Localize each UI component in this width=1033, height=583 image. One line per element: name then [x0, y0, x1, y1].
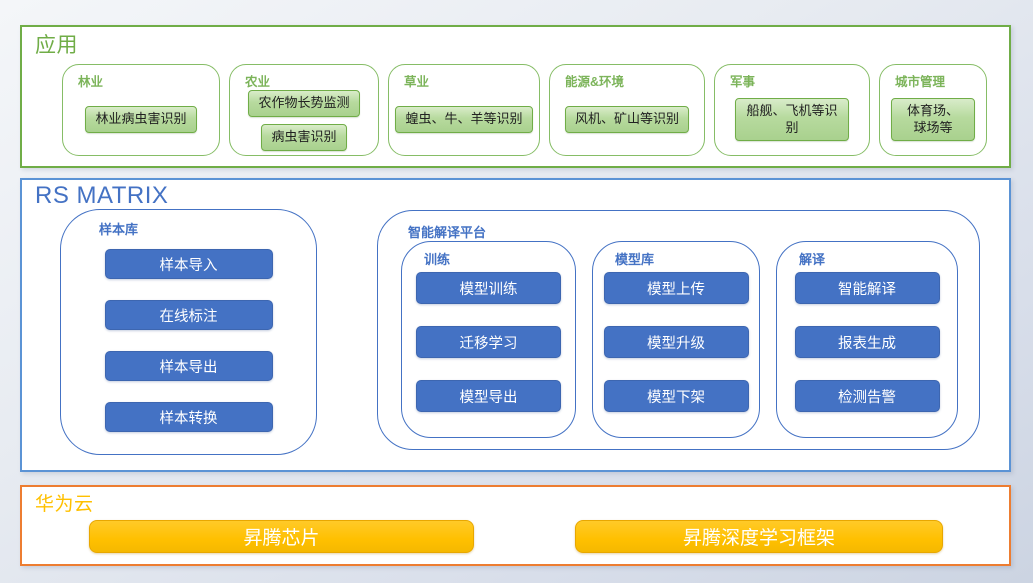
huawei-cloud-section-title: 华为云 — [35, 494, 94, 515]
app-item-chip: 蝗虫、牛、羊等识别 — [395, 106, 533, 133]
app-group-title: 能源&环境 — [565, 75, 625, 89]
platform-group-items: 模型上传 模型升级 模型下架 — [593, 272, 759, 412]
app-group-title: 农业 — [245, 75, 271, 89]
app-item-chip: 船舰、飞机等识别 — [735, 97, 849, 142]
platform-group-title: 模型库 — [615, 252, 655, 267]
app-group-title: 军事 — [730, 75, 756, 89]
app-group-items: 船舰、飞机等识别 — [715, 90, 869, 155]
app-item-chip: 病虫害识别 — [261, 123, 347, 151]
app-group-title: 城市管理 — [895, 75, 946, 89]
platform-item-button: 智能解译 — [794, 272, 940, 304]
app-item-chip: 风机、矿山等识别 — [564, 106, 689, 133]
platform-item-button: 模型训练 — [416, 272, 561, 304]
app-group-title: 林业 — [78, 75, 104, 89]
platform-item-button: 模型升级 — [603, 326, 749, 358]
sample-library-container: 样本库 样本导入 在线标注 样本导出 样本转换 — [60, 209, 317, 455]
app-group-items: 风机、矿山等识别 — [550, 90, 704, 155]
rs-matrix-section: RS MATRIX 样本库 样本导入 在线标注 样本导出 样本转换 智能解译平台… — [20, 178, 1011, 472]
app-group-energy-environment: 能源&环境 风机、矿山等识别 — [549, 64, 705, 156]
app-group-grassland: 草业 蝗虫、牛、羊等识别 — [388, 64, 540, 156]
sample-item-button: 样本导入 — [104, 249, 273, 279]
app-group-forestry: 林业 林业病虫害识别 — [62, 64, 220, 156]
app-item-chip: 体育场、球场等 — [891, 97, 975, 142]
sample-library-items: 样本导入 在线标注 样本导出 样本转换 — [61, 249, 316, 432]
ascend-chip-bar: 昇腾芯片 — [89, 520, 474, 553]
platform-group-model-library: 模型库 模型上传 模型升级 模型下架 — [592, 241, 760, 438]
sample-item-button: 在线标注 — [104, 300, 273, 330]
platform-group-items: 智能解译 报表生成 检测告警 — [777, 272, 957, 412]
platform-item-button: 报表生成 — [794, 326, 940, 358]
sample-item-button: 样本导出 — [104, 351, 273, 381]
app-group-items: 蝗虫、牛、羊等识别 — [389, 90, 539, 155]
interpretation-platform-container: 智能解译平台 训练 模型训练 迁移学习 模型导出 模型库 模型上传 模型升级 模… — [377, 210, 980, 450]
app-item-chip: 林业病虫害识别 — [85, 106, 197, 133]
applications-section-title: 应用 — [35, 34, 78, 57]
platform-item-button: 模型上传 — [603, 272, 749, 304]
huawei-cloud-section: 华为云 昇腾芯片 昇腾深度学习框架 — [20, 485, 1011, 566]
app-item-chip: 农作物长势监测 — [248, 90, 360, 117]
sample-library-title: 样本库 — [99, 222, 139, 237]
app-group-military: 军事 船舰、飞机等识别 — [714, 64, 870, 156]
platform-group-training: 训练 模型训练 迁移学习 模型导出 — [401, 241, 576, 438]
applications-group-row: 林业 林业病虫害识别 农业 农作物长势监测 病虫害识别 草业 蝗虫、牛、羊等识别… — [62, 64, 987, 156]
rs-matrix-section-title: RS MATRIX — [35, 182, 169, 209]
applications-section: 应用 林业 林业病虫害识别 农业 农作物长势监测 病虫害识别 草业 蝗虫、牛、羊… — [20, 25, 1011, 168]
platform-group-row: 训练 模型训练 迁移学习 模型导出 模型库 模型上传 模型升级 模型下架 解译 — [401, 241, 958, 438]
app-group-items: 林业病虫害识别 — [63, 90, 219, 155]
app-group-items: 体育场、球场等 — [880, 90, 986, 155]
interpretation-platform-title: 智能解译平台 — [408, 225, 487, 240]
platform-item-button: 迁移学习 — [416, 326, 561, 358]
app-group-items: 农作物长势监测 病虫害识别 — [230, 90, 378, 157]
platform-item-button: 模型导出 — [416, 380, 561, 412]
platform-group-items: 模型训练 迁移学习 模型导出 — [402, 272, 575, 412]
platform-group-title: 解译 — [799, 252, 826, 267]
app-group-city-management: 城市管理 体育场、球场等 — [879, 64, 987, 156]
platform-group-interpretation: 解译 智能解译 报表生成 检测告警 — [776, 241, 958, 438]
platform-group-title: 训练 — [424, 252, 451, 267]
platform-item-button: 模型下架 — [603, 380, 749, 412]
platform-item-button: 检测告警 — [794, 380, 940, 412]
app-group-agriculture: 农业 农作物长势监测 病虫害识别 — [229, 64, 379, 156]
ascend-framework-bar: 昇腾深度学习框架 — [575, 520, 943, 553]
sample-item-button: 样本转换 — [104, 402, 273, 432]
app-group-title: 草业 — [404, 75, 430, 89]
